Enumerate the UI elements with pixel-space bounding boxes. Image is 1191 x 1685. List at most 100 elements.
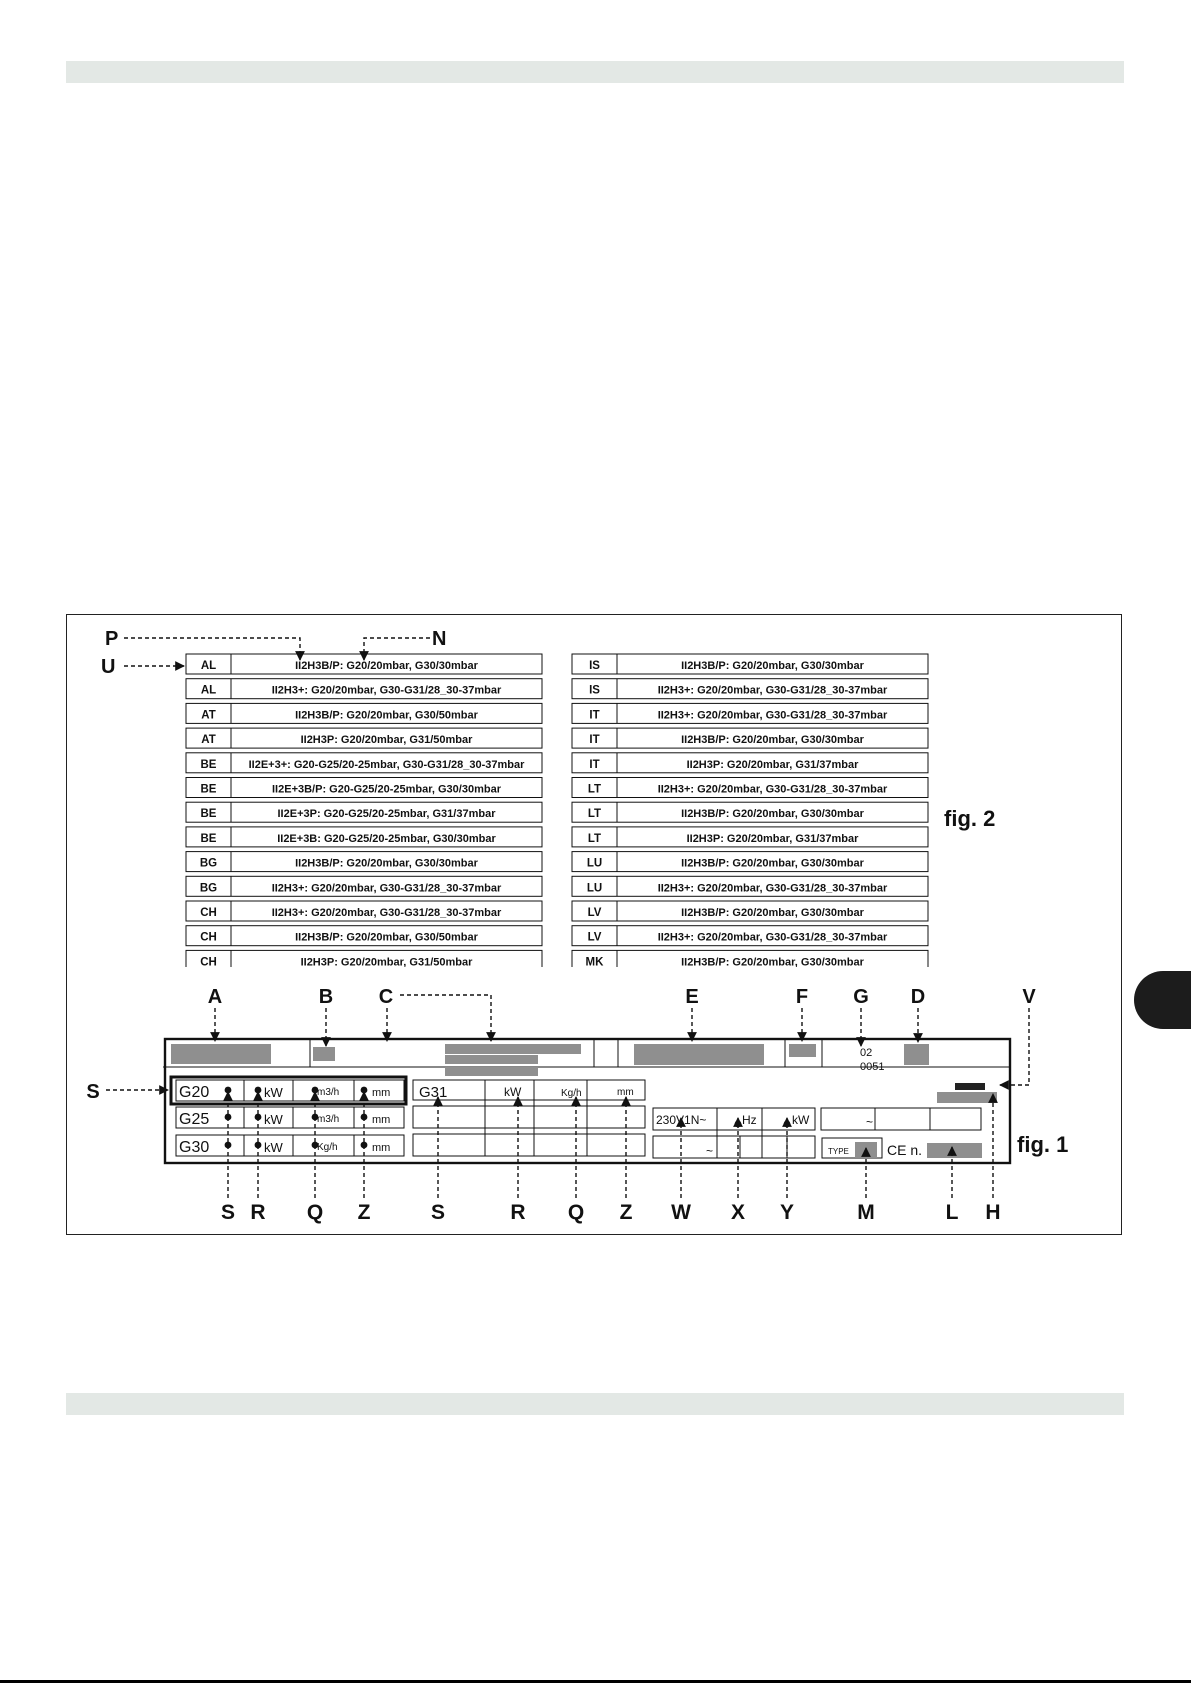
gas-row-flow: m3/h bbox=[317, 1114, 339, 1125]
country-code: AT bbox=[201, 734, 215, 746]
country-code: LT bbox=[588, 784, 601, 796]
table-row bbox=[571, 851, 929, 873]
gas-row-kw: kW bbox=[264, 1112, 284, 1127]
gas-row-kw: kW bbox=[264, 1140, 284, 1155]
country-code: LU bbox=[587, 858, 602, 870]
country-code: IT bbox=[589, 759, 599, 771]
country-code: LT bbox=[588, 833, 601, 845]
g31-kgh: Kg/h bbox=[561, 1088, 582, 1099]
gas-category: II2H3P: G20/20mbar, G31/37mbar bbox=[687, 833, 860, 845]
gas-category: II2E+3P: G20-G25/20-25mbar, G31/37mbar bbox=[278, 808, 497, 820]
gas-row-mm: mm bbox=[372, 1114, 390, 1126]
gas-category: II2H3B/P: G20/20mbar, G30/30mbar bbox=[295, 858, 479, 870]
country-code: BE bbox=[201, 759, 217, 771]
gas-category: II2H3+: G20/20mbar, G30-G31/28_30-37mbar bbox=[272, 685, 502, 697]
table-row bbox=[571, 727, 929, 749]
field-c3 bbox=[445, 1067, 538, 1076]
gas-category: II2H3+: G20/20mbar, G30-G31/28_30-37mbar bbox=[658, 932, 888, 944]
callout-m-bottom: M bbox=[857, 1201, 875, 1224]
gas-category: II2E+3B: G20-G25/20-25mbar, G30/30mbar bbox=[277, 833, 496, 845]
table-row bbox=[185, 752, 543, 774]
elec-kw-label: kW bbox=[792, 1113, 810, 1127]
country-code: IT bbox=[589, 709, 599, 721]
callout-z-bottom: Z bbox=[358, 1201, 371, 1224]
table-row bbox=[185, 875, 543, 897]
country-code: CH bbox=[200, 932, 217, 944]
tilde-1: ~ bbox=[866, 1115, 873, 1129]
callout-u: U bbox=[101, 656, 115, 678]
hz-label: Hz bbox=[742, 1113, 757, 1127]
field-f bbox=[789, 1044, 816, 1057]
gas-category: II2H3B/P: G20/20mbar, G30/30mbar bbox=[681, 858, 865, 870]
fig2-leaders bbox=[124, 637, 430, 671]
gas-category: II2H3+: G20/20mbar, G30-G31/28_30-37mbar bbox=[272, 882, 502, 894]
field-b bbox=[313, 1047, 335, 1061]
callout-b: B bbox=[319, 986, 333, 1008]
g31-mm: mm bbox=[617, 1087, 634, 1098]
country-code: MK bbox=[586, 956, 605, 968]
gas-category: II2E+3B/P: G20-G25/20-25mbar, G30/30mbar bbox=[272, 784, 502, 796]
callout-w-bottom: W bbox=[671, 1201, 691, 1224]
callout-z-bottom: Z bbox=[620, 1201, 633, 1224]
callout-c: C bbox=[379, 986, 393, 1008]
callout-s-left: S bbox=[86, 1081, 99, 1103]
table-row bbox=[571, 900, 929, 922]
country-code: LV bbox=[588, 907, 602, 919]
gas-category: II2H3P: G20/20mbar, G31/50mbar bbox=[301, 956, 474, 968]
ce-label: CE n. bbox=[887, 1142, 922, 1158]
page-bottom-rule bbox=[0, 1680, 1191, 1683]
table-row bbox=[571, 702, 929, 724]
country-code: AL bbox=[201, 685, 216, 697]
table-row bbox=[185, 702, 543, 724]
country-code: BE bbox=[201, 808, 217, 820]
callout-g: G bbox=[853, 986, 869, 1008]
type-label: TYPE bbox=[828, 1147, 849, 1156]
table-row bbox=[571, 653, 929, 675]
country-code: BG bbox=[200, 882, 217, 894]
fig1-caption: fig. 1 bbox=[1017, 1132, 1068, 1157]
callout-s-bottom: S bbox=[221, 1201, 235, 1224]
callout-x-bottom: X bbox=[731, 1201, 745, 1224]
callout-p: P bbox=[105, 628, 118, 650]
callout-q-bottom: Q bbox=[307, 1201, 323, 1224]
callout-v: V bbox=[1022, 986, 1036, 1008]
field-c1 bbox=[445, 1044, 581, 1054]
field-d bbox=[904, 1044, 929, 1065]
table-row bbox=[185, 777, 543, 798]
table-row bbox=[571, 925, 929, 947]
table-row bbox=[571, 777, 929, 798]
gas-category: II2H3B/P: G20/20mbar, G30/30mbar bbox=[681, 956, 865, 968]
serial-line2: 0051 bbox=[860, 1061, 884, 1073]
callout-q-bottom: Q bbox=[568, 1201, 584, 1224]
gas-row-label: G30 bbox=[179, 1139, 209, 1156]
country-code: CH bbox=[200, 956, 217, 968]
field-c2 bbox=[445, 1055, 538, 1064]
gas-category: II2H3B/P: G20/20mbar, G30/50mbar bbox=[295, 932, 479, 944]
table-cutoff-mask bbox=[180, 967, 940, 981]
gas-category: II2H3+: G20/20mbar, G30-G31/28_30-37mbar bbox=[658, 685, 888, 697]
country-code: IT bbox=[589, 734, 599, 746]
table-row bbox=[571, 875, 929, 897]
callout-a: A bbox=[208, 986, 222, 1008]
callout-d: D bbox=[911, 986, 925, 1008]
gas-category: II2H3B/P: G20/20mbar, G30/30mbar bbox=[681, 808, 865, 820]
table-row bbox=[185, 851, 543, 873]
country-code: AL bbox=[201, 660, 216, 672]
country-code: IS bbox=[589, 685, 600, 697]
field-v bbox=[955, 1083, 985, 1090]
table-row bbox=[571, 826, 929, 848]
table-row bbox=[185, 801, 543, 823]
gas-category: II2H3+: G20/20mbar, G30-G31/28_30-37mbar bbox=[658, 882, 888, 894]
country-code: CH bbox=[200, 907, 217, 919]
country-code: LU bbox=[587, 882, 602, 894]
gas-category: II2H3B/P: G20/20mbar, G30/30mbar bbox=[295, 660, 479, 672]
gas-category: II2H3B/P: G20/20mbar, G30/30mbar bbox=[681, 907, 865, 919]
gas-category: II2H3+: G20/20mbar, G30-G31/28_30-37mbar bbox=[272, 907, 502, 919]
callout-e: E bbox=[685, 986, 698, 1008]
figure-frame bbox=[66, 614, 1122, 1235]
gas-category: II2H3B/P: G20/20mbar, G30/30mbar bbox=[681, 660, 865, 672]
